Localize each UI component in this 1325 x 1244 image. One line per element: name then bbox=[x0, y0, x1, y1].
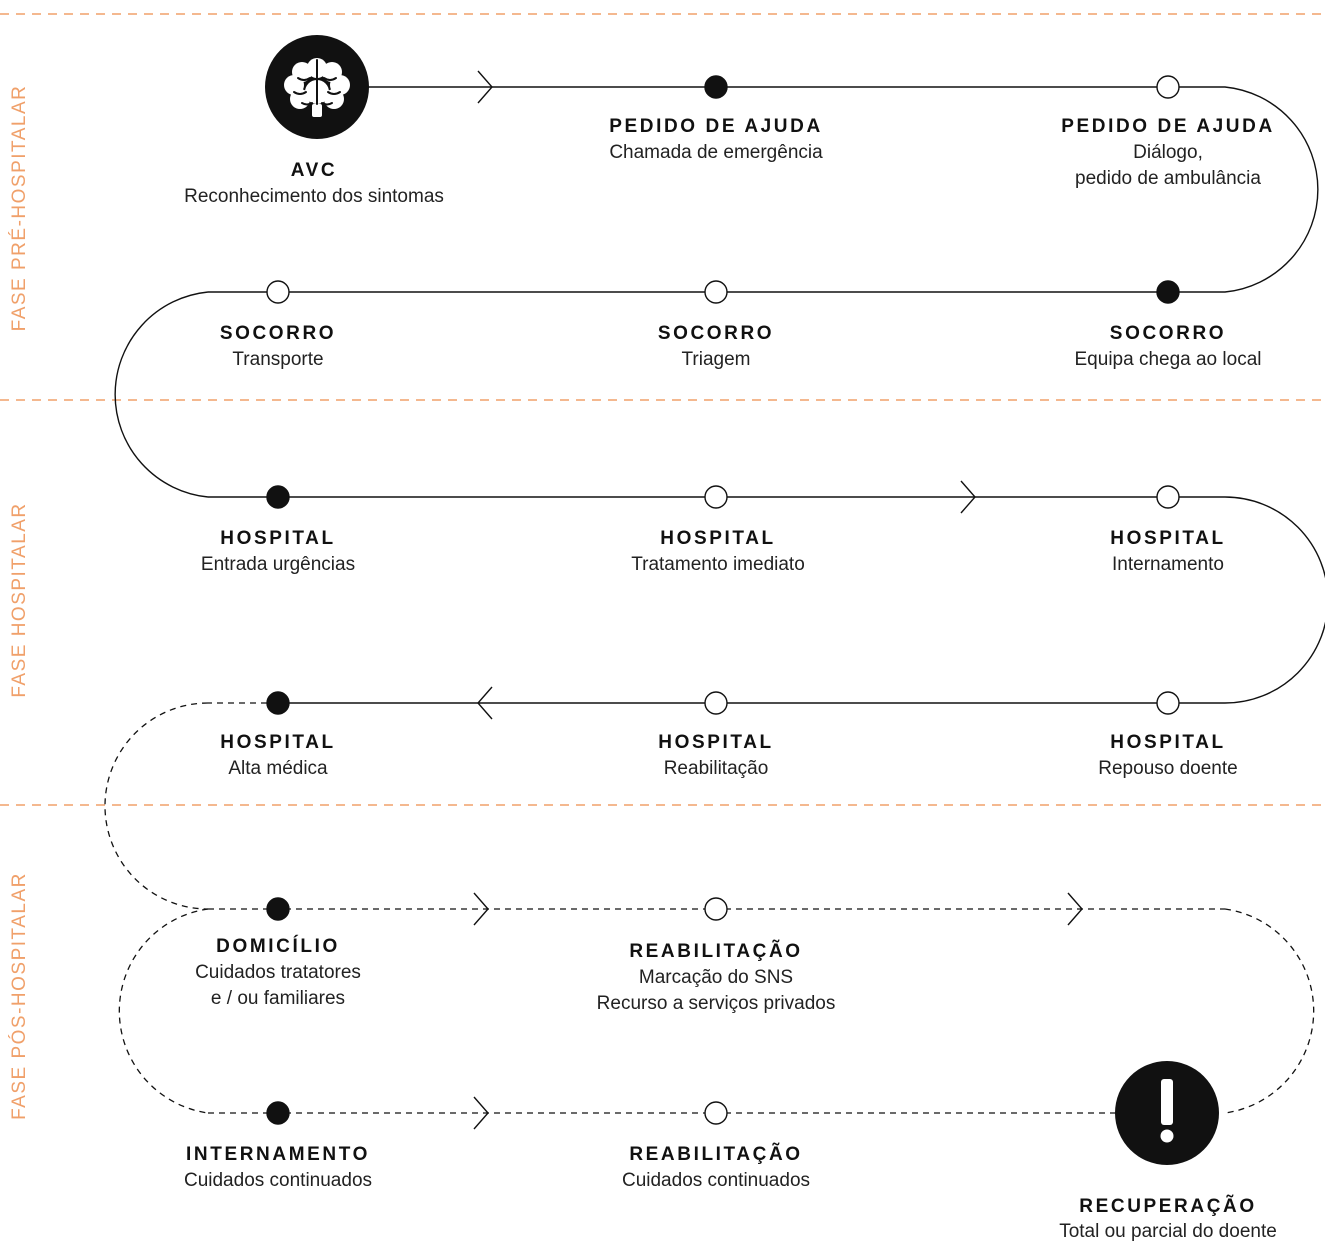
phase-label-hospital: FASE HOSPITALAR bbox=[9, 502, 30, 698]
step-title: REABILITAÇÃO bbox=[629, 1144, 803, 1165]
step-title: REABILITAÇÃO bbox=[629, 941, 803, 962]
node-filled bbox=[266, 485, 290, 509]
step-subtitle: Transporte bbox=[232, 349, 324, 370]
path-curve bbox=[1224, 496, 1325, 704]
step-title: AVC bbox=[290, 160, 338, 181]
arrow-right-icon bbox=[1067, 892, 1083, 926]
step-subtitle: Chamada de emergência bbox=[609, 142, 823, 163]
step-title: HOSPITAL bbox=[220, 732, 336, 753]
step-hospital-internamento: HOSPITAL Internamento bbox=[1110, 526, 1225, 578]
step-subtitle: Alta médica bbox=[228, 758, 328, 779]
node-open bbox=[1156, 75, 1180, 99]
step-subtitle: Diálogo, bbox=[1133, 142, 1203, 163]
step-subtitle: Reconhecimento dos sintomas bbox=[184, 186, 444, 207]
step-title: INTERNAMENTO bbox=[186, 1144, 370, 1165]
step-internamento: INTERNAMENTO Cuidados continuados bbox=[184, 1142, 372, 1194]
step-hospital-repouso: HOSPITAL Repouso doente bbox=[1098, 730, 1237, 782]
step-subtitle: Reabilitação bbox=[663, 758, 769, 779]
step-subtitle: pedido de ambulância bbox=[1075, 168, 1261, 189]
exclamation-icon bbox=[1115, 1061, 1219, 1165]
node-open bbox=[704, 485, 728, 509]
step-title: SOCORRO bbox=[219, 323, 337, 344]
phase-label-post-hospital: FASE PÓS-HOSPITALAR bbox=[9, 872, 30, 1120]
step-title: HOSPITAL bbox=[1110, 528, 1226, 549]
step-title: HOSPITAL bbox=[220, 528, 336, 549]
step-title: RECUPERAÇÃO bbox=[1079, 1196, 1257, 1217]
step-subtitle: Triagem bbox=[681, 349, 751, 370]
node-open bbox=[1156, 691, 1180, 715]
brain-icon bbox=[265, 35, 369, 139]
step-title: HOSPITAL bbox=[1110, 732, 1226, 753]
step-subtitle: Total ou parcial do doente bbox=[1059, 1221, 1277, 1242]
step-hospital-alta: HOSPITAL Alta médica bbox=[220, 730, 335, 782]
step-title: DOMICÍLIO bbox=[216, 936, 340, 957]
step-subtitle: Repouso doente bbox=[1098, 758, 1238, 779]
step-subtitle: Tratamento imediato bbox=[631, 554, 805, 575]
node-filled bbox=[704, 75, 728, 99]
node-open bbox=[704, 1101, 728, 1125]
step-socorro-transporte: SOCORRO Transporte bbox=[220, 321, 336, 373]
step-pedido-ajuda-dialogo: PEDIDO DE AJUDA Diálogo, pedido de ambul… bbox=[1061, 114, 1275, 192]
path-curve-dashed bbox=[118, 908, 209, 1114]
arrow-right-icon bbox=[960, 480, 976, 514]
step-reabilitacao-sns: REABILITAÇÃO Marcação do SNS Recurso a s… bbox=[597, 939, 836, 1017]
node-filled bbox=[266, 897, 290, 921]
step-subtitle: Equipa chega ao local bbox=[1074, 349, 1262, 370]
step-title: SOCORRO bbox=[1109, 323, 1227, 344]
step-title: SOCORRO bbox=[657, 323, 775, 344]
step-hospital-tratamento: HOSPITAL Tratamento imediato bbox=[631, 526, 805, 578]
step-title: HOSPITAL bbox=[660, 528, 776, 549]
path-curve bbox=[1168, 86, 1319, 293]
arrow-right-icon bbox=[473, 892, 489, 926]
step-socorro-triagem: SOCORRO Triagem bbox=[658, 321, 774, 373]
step-title: HOSPITAL bbox=[658, 732, 774, 753]
step-avc: AVC Reconhecimento dos sintomas bbox=[184, 158, 444, 210]
step-subtitle: Entrada urgências bbox=[200, 554, 356, 575]
node-open bbox=[704, 897, 728, 921]
step-pedido-ajuda-chamada: PEDIDO DE AJUDA Chamada de emergência bbox=[609, 114, 823, 166]
path-curve bbox=[114, 291, 209, 498]
node-filled bbox=[266, 691, 290, 715]
step-hospital-entrada: HOSPITAL Entrada urgências bbox=[201, 526, 355, 578]
node-filled bbox=[1156, 280, 1180, 304]
node-open bbox=[1156, 485, 1180, 509]
arrow-right-icon bbox=[473, 1096, 489, 1130]
step-title: PEDIDO DE AJUDA bbox=[1061, 116, 1275, 137]
arrow-left-icon bbox=[477, 686, 493, 720]
arrow-right-icon bbox=[477, 70, 493, 104]
step-hospital-reabilitacao: HOSPITAL Reabilitação bbox=[658, 730, 773, 782]
step-subtitle: Marcação do SNS bbox=[638, 967, 794, 988]
step-reabilitacao-cuidados: REABILITAÇÃO Cuidados continuados bbox=[622, 1142, 810, 1194]
step-recuperacao: RECUPERAÇÃO Total ou parcial do doente bbox=[1059, 1194, 1277, 1244]
node-open bbox=[704, 691, 728, 715]
node-filled bbox=[266, 1101, 290, 1125]
step-subtitle: Cuidados tratatores bbox=[195, 962, 361, 983]
node-open bbox=[704, 280, 728, 304]
path-curve-dashed bbox=[1224, 908, 1315, 1114]
step-subtitle: Internamento bbox=[1112, 554, 1224, 575]
phase-label-pre-hospital: FASE PRÉ-HOSPITALAR bbox=[9, 84, 30, 332]
step-subtitle: Recurso a serviços privados bbox=[596, 993, 836, 1014]
path-curve-dashed bbox=[104, 702, 209, 910]
node-open bbox=[266, 280, 290, 304]
step-subtitle: Cuidados continuados bbox=[183, 1170, 373, 1191]
step-title: PEDIDO DE AJUDA bbox=[609, 116, 823, 137]
step-subtitle: e / ou familiares bbox=[210, 988, 346, 1009]
step-socorro-local: SOCORRO Equipa chega ao local bbox=[1075, 321, 1262, 373]
step-domicilio: DOMICÍLIO Cuidados tratatores e / ou fam… bbox=[195, 934, 361, 1012]
step-subtitle: Cuidados continuados bbox=[621, 1170, 811, 1191]
